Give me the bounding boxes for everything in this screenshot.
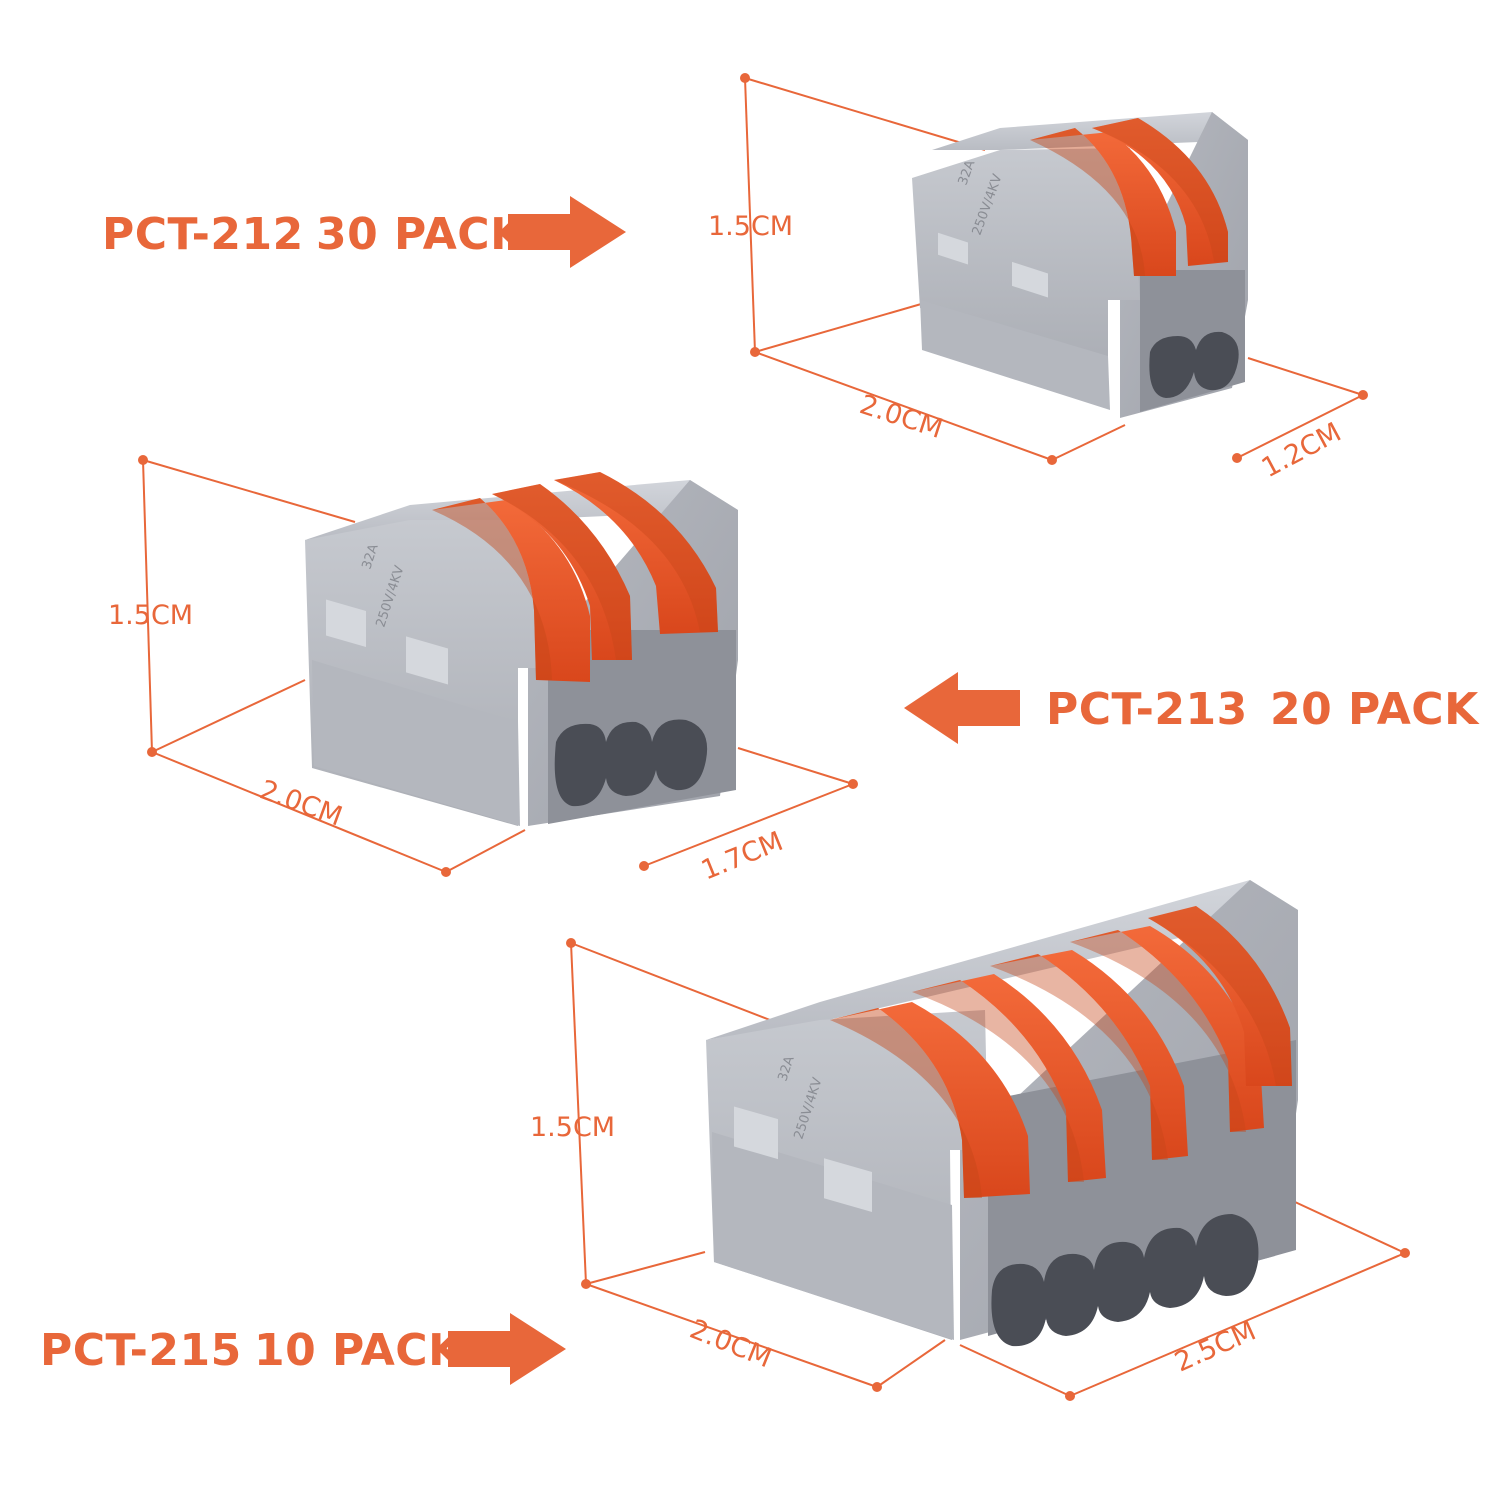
connector-body: 32A 250V/4KV [912,112,1248,418]
pack-label: 30 PACK [316,209,526,260]
dimension-lines [142,459,854,873]
lever-group [432,472,718,682]
width-label: 2.0CM [685,1314,776,1375]
product-label: PCT-212 [102,209,304,260]
connector-pct-213: PCT-213 20 PACK 1.5CM 2.0CM 1.7CM [108,455,1480,886]
dimension-dots [566,938,1410,1401]
height-label: 1.5CM [708,211,793,242]
height-label: 1.5CM [108,600,193,631]
product-label: PCT-215 [40,1325,242,1376]
width-label: 2.0CM [256,774,347,832]
lever-group [1030,118,1228,276]
product-label: PCT-213 [1046,684,1248,735]
arrow-right-icon [508,196,626,268]
pack-label: 20 PACK [1270,684,1480,735]
dimension-dots [740,73,1368,465]
arrow-right-icon [448,1313,566,1385]
dimension-lines [570,942,1406,1397]
lever-group [830,906,1292,1198]
height-label: 1.5CM [530,1112,615,1143]
depth-label: 1.7CM [697,826,788,887]
pack-label: 10 PACK [254,1325,464,1376]
connector-pct-212: PCT-212 30 PACK 1.5CM 2.0CM 1.2CM [102,73,1368,484]
dimension-lines [744,77,1364,461]
connector-body: 32A 250V/4KV [706,880,1298,1347]
connector-body: 32A 250V/4KV [305,472,738,826]
depth-label: 1.2CM [1257,417,1347,484]
arrow-left-icon [904,672,1020,744]
width-label: 2.0CM [856,389,947,445]
connector-pct-215: PCT-215 10 PACK 1.5CM 2.0CM 2.5CM [40,880,1410,1401]
depth-label: 2.5CM [1170,1315,1260,1378]
dimension-dots [138,455,858,877]
